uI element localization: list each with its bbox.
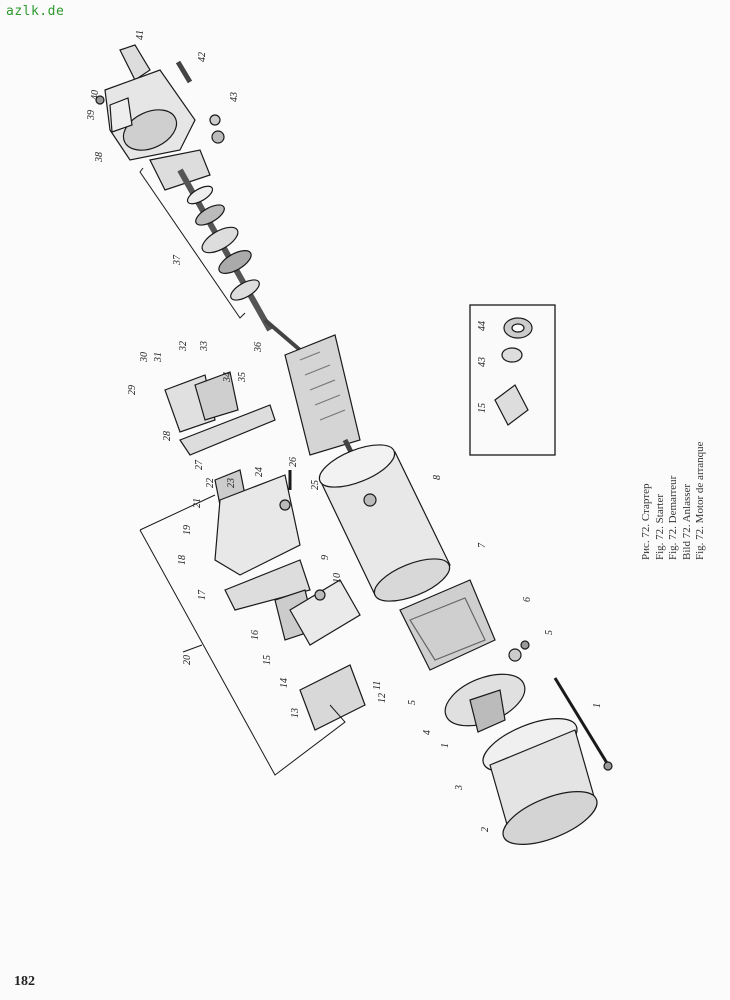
part-label: 23: [226, 478, 237, 488]
part-label: 33: [199, 341, 210, 352]
part-label: 26: [288, 457, 299, 467]
part-label: 42: [197, 52, 208, 62]
group-brackets: [139, 167, 346, 776]
inset-labels: 15 43 44: [477, 321, 488, 413]
part-label: 16: [250, 630, 261, 640]
page-number: 182: [14, 974, 35, 989]
part-label: 35: [237, 372, 248, 383]
part-label: 34: [222, 372, 233, 383]
caption-line: Bild 72. Anlasser: [680, 483, 693, 560]
part-label: 38: [94, 152, 105, 163]
part-label: 31: [153, 352, 164, 363]
part-label: 36: [253, 342, 264, 353]
part-label: 6: [522, 597, 533, 602]
end-plate: [444, 640, 530, 733]
part-label: 2: [480, 827, 491, 832]
part-label: 41: [135, 30, 146, 40]
part-label: 7: [477, 542, 488, 548]
site-watermark: azlk.de: [6, 4, 65, 19]
field-housing: [318, 444, 451, 602]
part-label: 18: [177, 555, 188, 565]
part-label: 1: [592, 703, 603, 708]
part-label: 14: [279, 678, 290, 688]
part-label: 4: [422, 730, 433, 735]
part-label: 37: [172, 254, 183, 266]
inset-box: [469, 304, 556, 456]
part-label: 19: [182, 525, 193, 535]
inset-label: 15: [477, 403, 488, 413]
part-label: 22: [205, 478, 216, 488]
caption-line: Fig. 72. Motor de arranque: [694, 441, 706, 560]
part-label: 9: [320, 555, 331, 560]
end-covers: [482, 718, 598, 845]
inset-label: 43: [477, 357, 488, 367]
part-label: 25: [310, 480, 321, 490]
part-label: 20: [182, 655, 193, 665]
solenoid-assembly: [164, 371, 366, 731]
caption-line: Fig. 72. Demarreur: [667, 475, 679, 560]
part-label: 43: [229, 92, 240, 102]
part-label: 13: [290, 708, 301, 718]
part-label: 21: [192, 498, 203, 508]
part-number-labels: 1 1 2 3 4 5 5 6 7 8 9 10 11 12 13 14 15 …: [86, 30, 603, 832]
inset-label: 44: [477, 321, 488, 331]
part-label: 30: [139, 352, 150, 363]
part-label: 5: [407, 700, 418, 705]
armature: [263, 318, 363, 472]
field-coils: [399, 579, 496, 671]
part-label: 1: [440, 743, 451, 748]
part-label: 10: [332, 573, 343, 583]
part-label: 12: [377, 693, 388, 703]
part-label: 29: [127, 385, 138, 395]
part-label: 28: [162, 431, 173, 441]
figure-caption: Рис. 72. Стартер Fig. 72. Starter Fig. 7…: [640, 441, 708, 560]
part-label: 39: [86, 110, 97, 121]
part-label: 40: [90, 90, 101, 100]
part-label: 11: [372, 681, 383, 690]
drive-pinion-assembly: [95, 44, 273, 332]
part-label: 27: [194, 459, 205, 470]
part-label: 32: [178, 341, 189, 352]
part-label: 24: [254, 467, 265, 477]
through-bolt: [553, 677, 613, 771]
part-label: 8: [432, 475, 443, 480]
part-label: 3: [454, 785, 465, 791]
part-label: 5: [544, 630, 555, 635]
part-label: 17: [197, 589, 208, 600]
caption-line: Рис. 72. Стартер: [640, 483, 652, 560]
part-label: 15: [262, 655, 273, 665]
caption-line: Fig. 72. Starter: [653, 494, 666, 560]
